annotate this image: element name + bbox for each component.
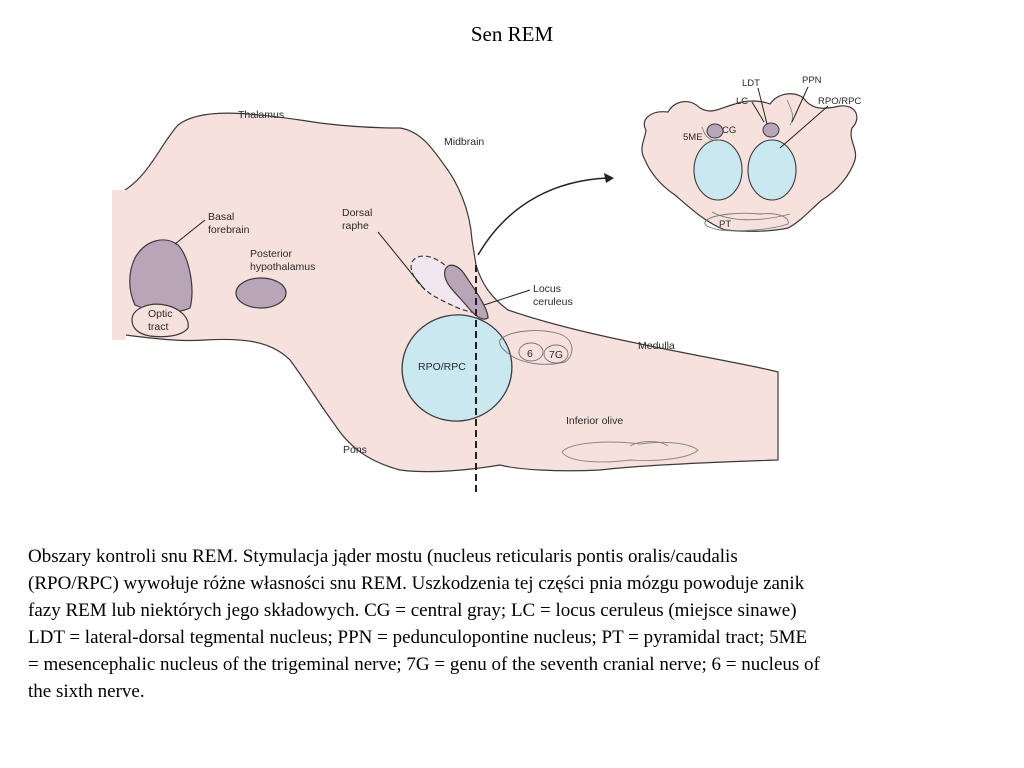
inset-label-cg: CG: [722, 125, 736, 136]
label-optic-tract-2: tract: [148, 321, 169, 333]
inferior-olive-shape: [561, 441, 699, 463]
inset-label-ldt: LDT: [742, 78, 760, 89]
label-basal-forebrain-1: Basal: [208, 211, 234, 223]
inset-label-ppn: PPN: [802, 75, 822, 86]
optic-tract-shape: [131, 303, 189, 338]
label-dorsal-raphe-1: Dorsal: [342, 207, 372, 219]
label-medulla: Medulla: [638, 340, 675, 352]
label-inferior-olive: Inferior olive: [566, 415, 623, 427]
section-arrow: [477, 177, 609, 256]
inset-label-lc: LC: [736, 96, 748, 107]
inset-label-rpo-rpc: RPO/RPC: [818, 96, 861, 107]
rpo-rpc-region: [401, 314, 513, 422]
nucleus-6-shape: [518, 342, 544, 362]
arrow-head: [604, 173, 614, 183]
label-pons: Pons: [343, 444, 367, 456]
page-title: Sen REM: [470, 22, 554, 46]
caption-line: LDT = lateral-dorsal tegmental nucleus; …: [28, 627, 808, 648]
brainstem-diagram: Thalamus Midbrain Basal forebrain Poster…: [112, 75, 861, 492]
inset-rpo-right: [747, 139, 797, 201]
caption-line: fazy REM lub niektórych jego składowych.…: [28, 600, 797, 621]
caption-line: the sixth nerve.: [28, 681, 145, 702]
label-thalamus: Thalamus: [238, 109, 284, 121]
label-dorsal-raphe-2: raphe: [342, 220, 369, 232]
caption-line: Obszary kontroli snu REM. Stymulacja jąd…: [28, 546, 738, 567]
label-posterior-hypothalamus-1: Posterior: [250, 248, 293, 260]
label-locus-ceruleus-2: ceruleus: [533, 296, 573, 308]
label-posterior-hypothalamus-2: hypothalamus: [250, 261, 315, 273]
locus-ceruleus-nucleus: [443, 264, 489, 320]
caption-line: (RPO/RPC) wywołuje różne własności snu R…: [28, 573, 805, 594]
inset-lc-right: [762, 122, 780, 138]
label-basal-forebrain-2: forebrain: [208, 224, 250, 236]
label-locus-ceruleus-1: Locus: [533, 283, 561, 295]
inset-pt-outline: [704, 212, 789, 232]
inset-label-5me: 5ME: [683, 132, 703, 143]
inset-rpo-left: [693, 139, 743, 201]
label-nucleus-6: 6: [527, 348, 533, 360]
label-nucleus-7g: 7G: [549, 349, 563, 361]
label-midbrain: Midbrain: [444, 136, 484, 148]
inset-label-pt: PT: [719, 219, 731, 230]
label-optic-tract-1: Optic: [148, 308, 173, 320]
nucleus-6-7g-outline: [499, 330, 573, 365]
nucleus-7g-shape: [543, 344, 569, 364]
inset-lc-left: [706, 123, 724, 139]
figure-caption: Obszary kontroli snu REM. Stymulacja jąd…: [28, 543, 996, 705]
basal-forebrain-nucleus: [129, 239, 193, 313]
posterior-hypothalamus-nucleus: [235, 277, 287, 309]
caption-line: = mesencephalic nucleus of the trigemina…: [28, 654, 820, 675]
label-rpo-rpc: RPO/RPC: [418, 361, 466, 373]
